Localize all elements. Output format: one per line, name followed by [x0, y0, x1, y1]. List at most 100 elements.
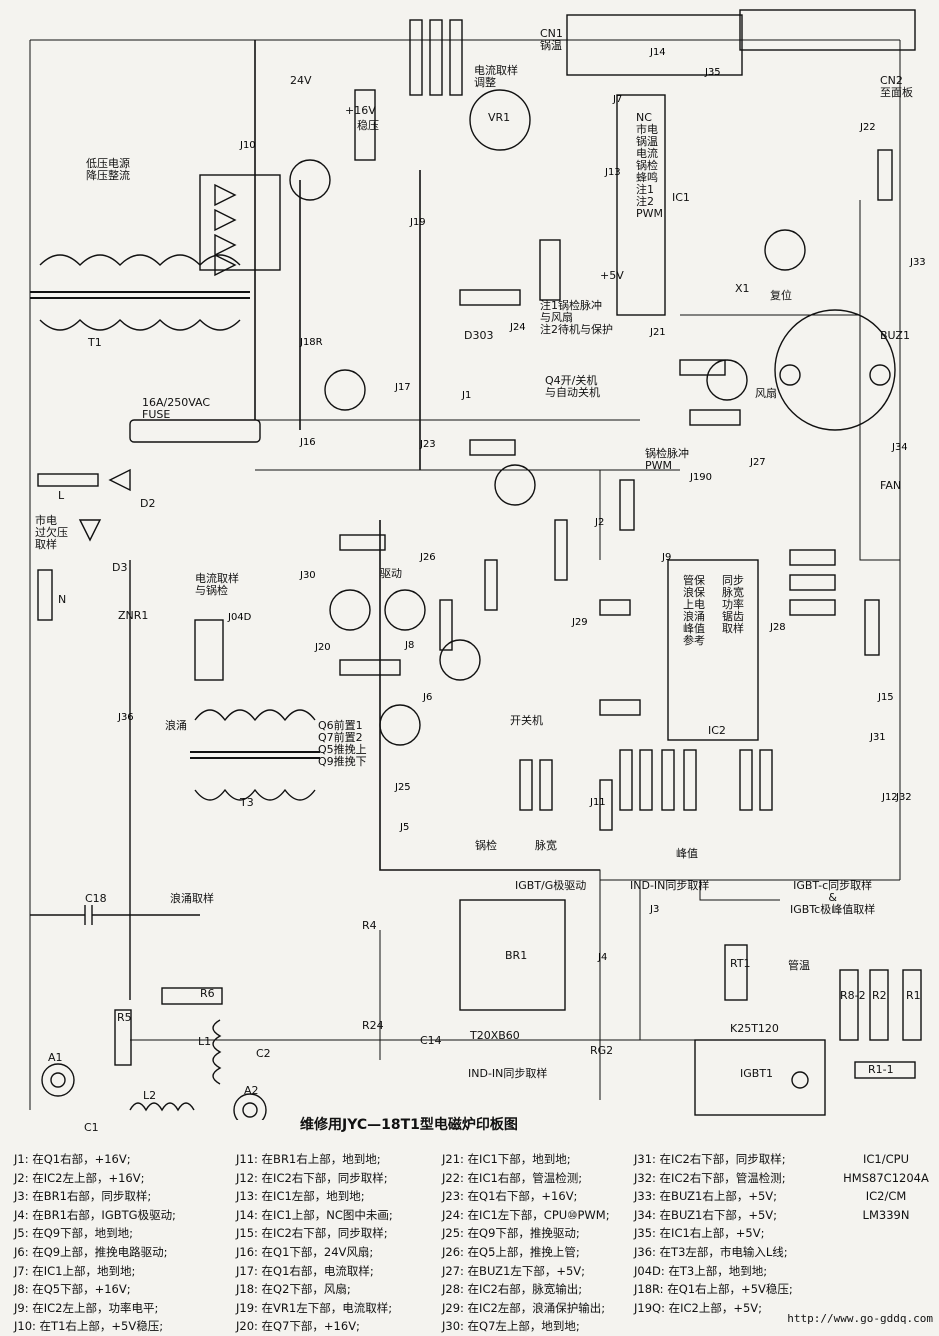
lowvolt-label: 低压电源降压整流 — [86, 157, 130, 182]
legend-row: J1: 在Q1右部，+16V; — [14, 1152, 131, 1166]
ic-note-line: LM339N — [862, 1207, 910, 1222]
jumper-label: J10 — [239, 140, 256, 151]
fan-label: FAN — [880, 479, 902, 492]
legend-row: J2: 在IC2左上部，+16V; — [14, 1170, 145, 1185]
buz1-label: BUZ1 — [880, 329, 910, 342]
jumper-label: J11 — [589, 797, 606, 808]
r4-label: R4 — [362, 919, 377, 932]
current-sample-label: 电流取样与锅检 — [195, 572, 239, 597]
t3-label: T3 — [240, 796, 254, 809]
legend-row: J6: 在Q9上部，推挽电路驱动; — [14, 1244, 168, 1259]
jumper-label: J22 — [859, 122, 876, 133]
pulse-width-label: 脉宽 — [535, 839, 557, 852]
notes-label: 注1锅检脉冲与风扇注2待机与保护 — [540, 299, 613, 336]
legend-row: J35: 在IC1右上部，+5V; — [634, 1226, 765, 1241]
jumper-label: J33 — [909, 257, 926, 268]
l2-label: L2 — [143, 1089, 157, 1102]
rg2-label: RG2 — [590, 1044, 614, 1057]
jumper-label: J20 — [314, 642, 331, 653]
legend-row: J34: 在BUZ1右下部，+5V; — [634, 1207, 778, 1222]
a1-label: A1 — [48, 1051, 63, 1064]
jumper-label: J7 — [612, 94, 622, 105]
jumper-label: J12 — [881, 792, 898, 803]
regulator-label: 稳压 — [357, 119, 379, 132]
legend-row: J20: 在Q7下部，+16V; — [236, 1319, 360, 1334]
fan-control-label: 风扇 — [755, 387, 777, 400]
legend-row: J25: 在Q9下部，推挽驱动; — [442, 1226, 580, 1241]
legend-row: J18: 在Q2下部，风扇; — [236, 1282, 351, 1297]
t20xb60-label: T20XB60 — [470, 1029, 520, 1042]
c1-label: C1 — [84, 1121, 99, 1134]
page-title: 维修用JYC—18T1型电磁炉印板图 — [300, 1117, 518, 1133]
rt1-label: RT1 — [730, 957, 751, 970]
jumper-label: J04D — [227, 612, 252, 623]
jumper-label: J15 — [877, 692, 894, 703]
r6-label: R6 — [200, 987, 215, 1000]
jumper-label: J24 — [509, 322, 526, 333]
jumper-label: J26 — [419, 552, 436, 563]
legend-row: J32: 在IC2右下部，管温检测; — [634, 1170, 786, 1185]
surge-label: 浪涌 — [165, 719, 187, 732]
legend-row: J17: 在Q1右部，电流取样; — [236, 1263, 374, 1278]
igbt-g-label: IGBT/G极驱动 — [515, 879, 587, 892]
legend-row: J26: 在Q5上部，推挽上管; — [442, 1244, 580, 1259]
jumper-label: J19 — [409, 217, 426, 228]
jumper-label: J9 — [661, 552, 671, 563]
r2-label: R2 — [872, 989, 887, 1002]
ic-note-line: IC1/CPU — [863, 1152, 909, 1166]
legend-row: J16: 在Q1下部，24V风扇; — [236, 1244, 374, 1259]
jumper-label: J35 — [704, 67, 721, 78]
q4-note-label: Q4开/关机与自动关机 — [545, 374, 600, 399]
d303-label: D303 — [464, 329, 494, 342]
legend-row: J7: 在IC1上部，地到地; — [14, 1263, 136, 1278]
x1-label: X1 — [735, 282, 750, 295]
legend-row: J22: 在IC1右部，管温检测; — [442, 1170, 583, 1185]
legend-row: J10: 在T1右上部，+5V稳压; — [14, 1319, 164, 1334]
jumper-label: J34 — [891, 442, 908, 453]
r1-1-label: R1-1 — [868, 1063, 894, 1076]
v24-label: 24V — [290, 74, 312, 87]
legend-row: J9: 在IC2左上部，功率电平; — [14, 1300, 159, 1315]
legend-row: J3: 在BR1右部，同步取样; — [14, 1189, 152, 1204]
znr1-label: ZNR1 — [118, 609, 149, 622]
legend-row: J4: 在BR1右部，IGBTG极驱动; — [14, 1207, 176, 1222]
c14-label: C14 — [420, 1034, 442, 1047]
jumper-label: J18R — [299, 337, 323, 348]
ic-model-note: IC1/CPU HMS87C1204A IC2/CM LM339N — [840, 1150, 932, 1224]
legend-row: J14: 在IC1上部，NC图中未画; — [236, 1207, 393, 1222]
jumper-label: J6 — [422, 692, 432, 703]
jumper-label: J31 — [869, 732, 886, 743]
legend-row: J5: 在Q9下部，地到地; — [14, 1226, 133, 1241]
legend-row: J11: 在BR1右上部，地到地; — [236, 1152, 381, 1166]
reset-label: 复位 — [770, 289, 792, 302]
jumper-label: J3 — [649, 904, 659, 915]
br1-label: BR1 — [505, 949, 528, 962]
legend-col-2: J11: 在BR1右上部，地到地; J12: 在IC2右下部，同步取样; J13… — [236, 1150, 393, 1336]
legend-row: J28: 在IC2右部，脉宽输出; — [442, 1282, 583, 1297]
legend-row: J18R: 在Q1右上部，+5V稳压; — [634, 1282, 793, 1297]
jumper-label: J1 — [461, 390, 471, 401]
legend-col-3: J21: 在IC1下部，地到地; J22: 在IC1右部，管温检测; J23: … — [442, 1150, 610, 1336]
jumper-label: J25 — [394, 782, 411, 793]
igbt-c-label: IGBT-c同步取样&IGBTc极峰值取样 — [790, 879, 876, 916]
legend-col-4: J31: 在IC2右下部，同步取样; J32: 在IC2右下部，管温检测; J3… — [634, 1150, 793, 1317]
source-url: http://www.go-gddq.com — [787, 1312, 933, 1325]
jumper-label: J13 — [604, 167, 621, 178]
d2-label: D2 — [140, 497, 156, 510]
ic2-right-block: 同步脉宽功率锯齿取样 — [722, 574, 744, 635]
onoff-label: 开关机 — [510, 714, 543, 727]
legend-row: J30: 在Q7左上部，地到地; — [442, 1319, 580, 1334]
legend-col-1: J1: 在Q1右部，+16V; J2: 在IC2左上部，+16V; J3: 在B… — [14, 1150, 176, 1336]
jumper-label: J16 — [299, 437, 316, 448]
r8-2-label: R8-2 — [840, 989, 866, 1002]
legend-row: J13: 在IC1左部，地到地; — [236, 1189, 365, 1204]
v16-label: +16V — [345, 104, 376, 117]
legend-row: J19Q: 在IC2上部，+5V; — [634, 1300, 763, 1315]
legend-row: J27: 在BUZ1左下部，+5V; — [442, 1263, 586, 1278]
